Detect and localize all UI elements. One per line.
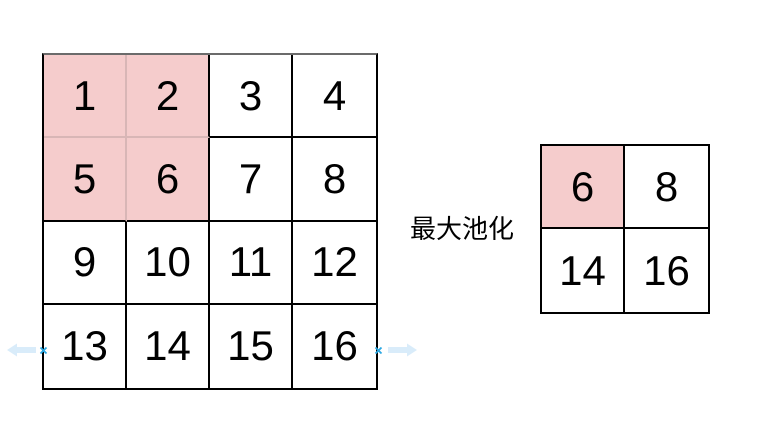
matrix-cell: 2 bbox=[127, 55, 210, 139]
matrix-cell: 5 bbox=[44, 138, 127, 222]
matrix-cell: 11 bbox=[210, 221, 293, 305]
stretch-arrow-left-icon bbox=[7, 343, 37, 357]
matrix-cell: 15 bbox=[210, 304, 293, 388]
matrix-cell: 8 bbox=[625, 146, 708, 229]
matrix-cell: 10 bbox=[127, 221, 210, 305]
matrix-cell: 8 bbox=[293, 138, 376, 222]
matrix-cell: 16 bbox=[625, 229, 708, 312]
input-matrix: 1 2 3 4 5 6 7 8 9 10 11 12 13 14 15 16 bbox=[42, 53, 378, 390]
x-resize-handle-left[interactable] bbox=[39, 346, 48, 355]
matrix-cell: 9 bbox=[44, 221, 127, 305]
matrix-cell: 14 bbox=[542, 229, 625, 312]
matrix-cell: 1 bbox=[44, 55, 127, 139]
matrix-cell: 12 bbox=[293, 221, 376, 305]
matrix-cell: 13 bbox=[44, 304, 127, 388]
matrix-cell: 3 bbox=[210, 55, 293, 139]
matrix-cell: 6 bbox=[127, 138, 210, 222]
stretch-arrow-right-icon bbox=[387, 343, 417, 357]
max-pooling-label: 最大池化 bbox=[409, 214, 514, 244]
matrix-cell: 16 bbox=[293, 304, 376, 388]
matrix-cell: 14 bbox=[127, 304, 210, 388]
output-matrix: 6 8 14 16 bbox=[540, 144, 710, 314]
matrix-cell: 6 bbox=[542, 146, 625, 229]
matrix-cell: 4 bbox=[293, 55, 376, 139]
matrix-cell: 7 bbox=[210, 138, 293, 222]
x-resize-handle-right[interactable] bbox=[374, 346, 383, 355]
